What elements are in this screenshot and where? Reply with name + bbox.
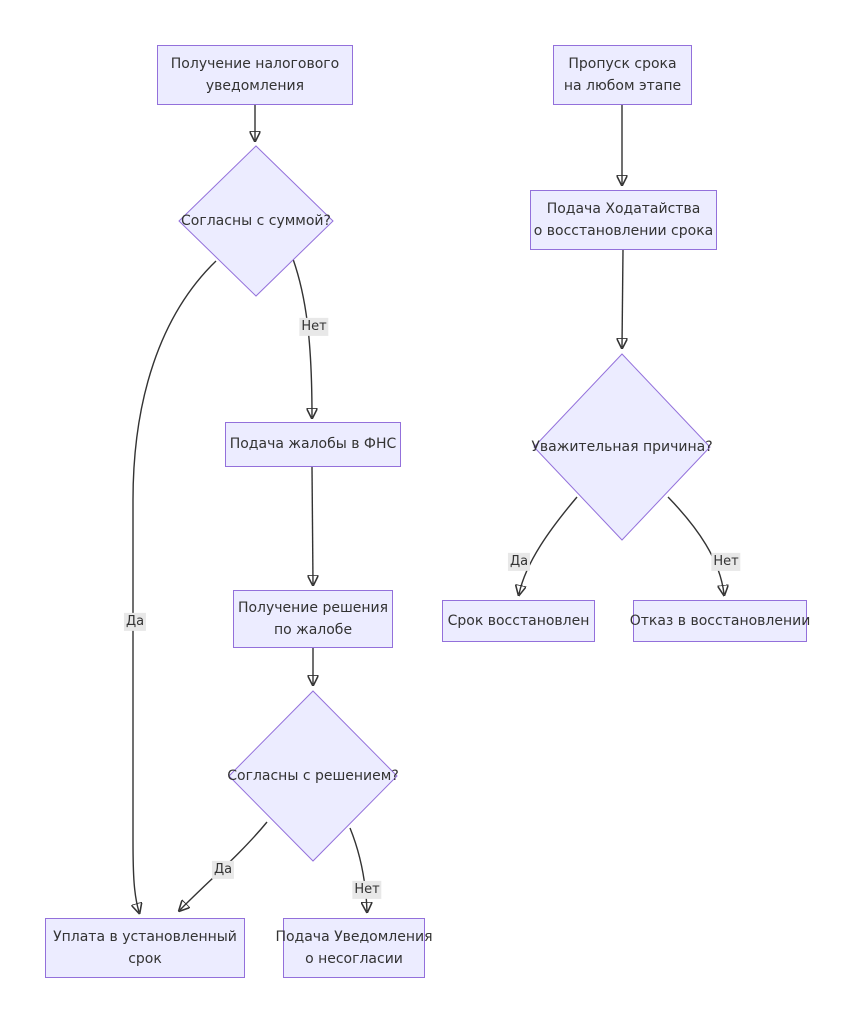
node-deadline-restored: Срок восстановлен: [442, 600, 595, 642]
node-receive-notice: Получение налогового уведомления: [157, 45, 353, 105]
edge-label-reason-yes: Да: [507, 552, 531, 572]
edge-petition-to-reason: [622, 249, 623, 347]
edge-label-reason-no: Нет: [711, 552, 741, 572]
edge-label-decision-no: Нет: [352, 880, 382, 900]
decision-valid-reason: Уважительная причина?: [531, 353, 713, 541]
node-label-line: Срок восстановлен: [447, 612, 590, 629]
node-label-line: Подача жалобы в ФНС: [229, 436, 397, 453]
node-label-line: Получение налогового: [170, 55, 340, 72]
node-missed-deadline: Пропуск срока на любом этапе: [553, 45, 692, 105]
edge-reason-yes-to-restored: [519, 496, 578, 594]
edge-label-decision-yes: Да: [211, 860, 235, 880]
node-file-complaint: Подача жалобы в ФНС: [225, 422, 401, 467]
diamond-shape: [178, 145, 334, 297]
node-label-line: о несогласии: [305, 951, 403, 967]
node-label-line: уведомления: [205, 78, 305, 94]
node-label-line: Уплата в установленный: [53, 928, 237, 945]
edge-complaint-to-decision: [312, 466, 313, 584]
edge-agree-no-to-disagreement: [349, 827, 367, 911]
node-label-line: Отказ в восстановлении: [629, 612, 811, 629]
node-label-line: Пропуск срока: [568, 55, 677, 72]
edge-label-sum-no: Нет: [299, 317, 329, 337]
decision-label: Уважительная причина?: [531, 439, 713, 455]
node-label-line: о восстановлении срока: [533, 223, 714, 239]
decision-agree-decision: Согласны с решением?: [227, 690, 399, 862]
node-label-line: по жалобе: [273, 622, 353, 638]
node-pay-on-time: Уплата в установленный срок: [45, 918, 245, 978]
node-file-petition: Подача Ходатайства о восстановлении срок…: [530, 190, 717, 250]
decision-label: Согласны с суммой?: [181, 213, 331, 229]
diamond-shape: [228, 690, 398, 862]
decision-label: Согласны с решением?: [227, 768, 399, 784]
node-file-disagreement: Подача Уведомления о несогласии: [275, 918, 433, 978]
node-label-line: Подача Уведомления: [275, 928, 433, 945]
node-label-line: срок: [128, 951, 162, 967]
node-restore-denied: Отказ в восстановлении: [630, 600, 810, 642]
edge-label-sum-yes: Да: [123, 612, 147, 632]
node-receive-decision: Получение решения по жалобе: [233, 590, 393, 648]
node-label-line: на любом этапе: [563, 78, 682, 94]
node-label-line: Подача Ходатайства: [546, 200, 701, 217]
diamond-shape: [533, 353, 711, 541]
edge-sum-yes-to-pay: [133, 260, 217, 912]
decision-agree-sum: Согласны с суммой?: [178, 145, 334, 297]
edge-reason-no-to-denied: [667, 496, 724, 594]
node-label-line: Получение решения: [237, 599, 389, 616]
